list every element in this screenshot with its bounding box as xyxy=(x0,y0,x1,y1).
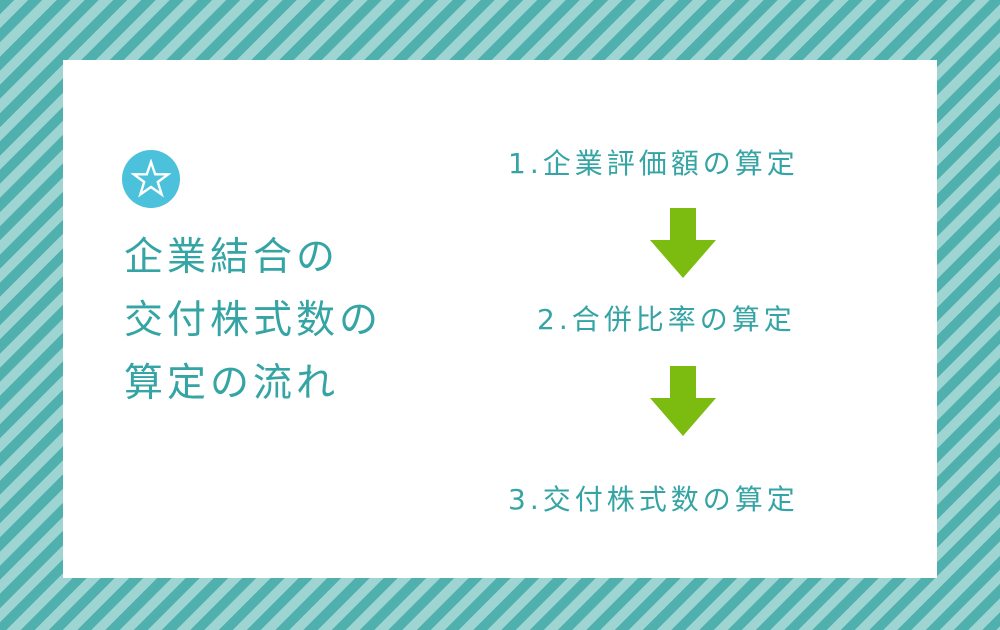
title-line-3: 算定の流れ xyxy=(124,361,340,406)
step-2-label: 2.合併比率の算定 xyxy=(537,303,796,336)
step-1-label: 1.企業評価額の算定 xyxy=(508,147,799,180)
title-line-1: 企業結合の xyxy=(124,235,340,280)
down-arrow-icon xyxy=(650,366,716,436)
step-3-label: 3.交付株式数の算定 xyxy=(508,483,799,516)
down-arrow-icon xyxy=(650,208,716,278)
title-line-2: 交付株式数の xyxy=(124,298,383,343)
star-icon xyxy=(131,159,171,198)
diagram-title: 企業結合の 交付株式数の 算定の流れ xyxy=(124,226,454,415)
content-panel xyxy=(63,60,937,578)
star-badge xyxy=(122,150,180,208)
